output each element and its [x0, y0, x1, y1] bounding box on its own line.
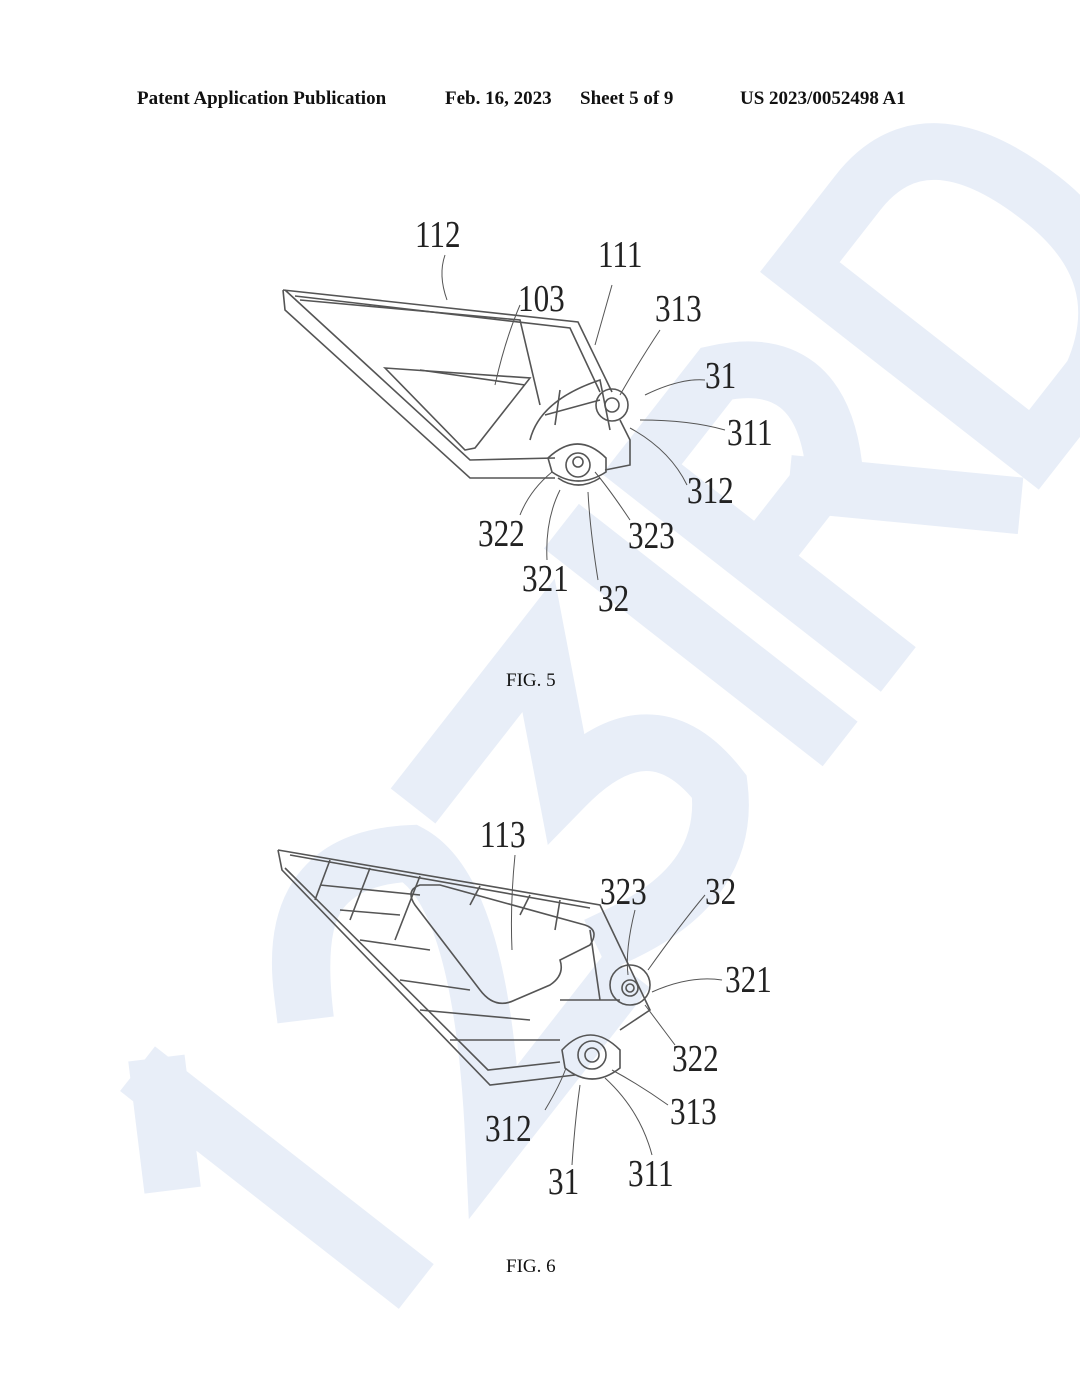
- ref-label: 323: [628, 515, 675, 557]
- header-publication: Patent Application Publication: [137, 88, 387, 109]
- ref-label: 322: [672, 1038, 719, 1080]
- fig5-caption: FIG. 5: [506, 670, 556, 691]
- ref-label: 32: [705, 871, 737, 913]
- header-sheet: Sheet 5 of 9: [580, 88, 674, 109]
- fig5-drawing: [282, 289, 631, 486]
- ref-label: 111: [598, 234, 643, 276]
- ref-label: 31: [548, 1161, 580, 1203]
- ref-label: 312: [687, 470, 734, 512]
- ref-label: 321: [725, 959, 772, 1001]
- ref-label: 313: [670, 1091, 717, 1133]
- ref-label: 322: [478, 513, 525, 555]
- ref-label: 113: [480, 814, 526, 856]
- fig5-leader-lines: [441, 254, 726, 581]
- header-patent-number: US 2023/0052498 A1: [740, 88, 906, 109]
- ref-label: 32: [598, 578, 630, 620]
- ref-label: 321: [522, 558, 569, 600]
- ref-label: 311: [727, 412, 773, 454]
- ref-label: 323: [600, 871, 647, 913]
- fig6-caption: FIG. 6: [506, 1256, 556, 1277]
- ref-label: 31: [705, 355, 737, 397]
- ref-label: 312: [485, 1108, 532, 1150]
- fig6-leader-lines: [510, 854, 723, 1166]
- ref-label: 311: [628, 1153, 674, 1195]
- ref-label: 103: [518, 278, 565, 320]
- ref-label: 313: [655, 288, 702, 330]
- ref-label: 112: [415, 214, 461, 256]
- header-date: Feb. 16, 2023: [445, 88, 552, 109]
- fig6-drawing: [277, 849, 652, 1086]
